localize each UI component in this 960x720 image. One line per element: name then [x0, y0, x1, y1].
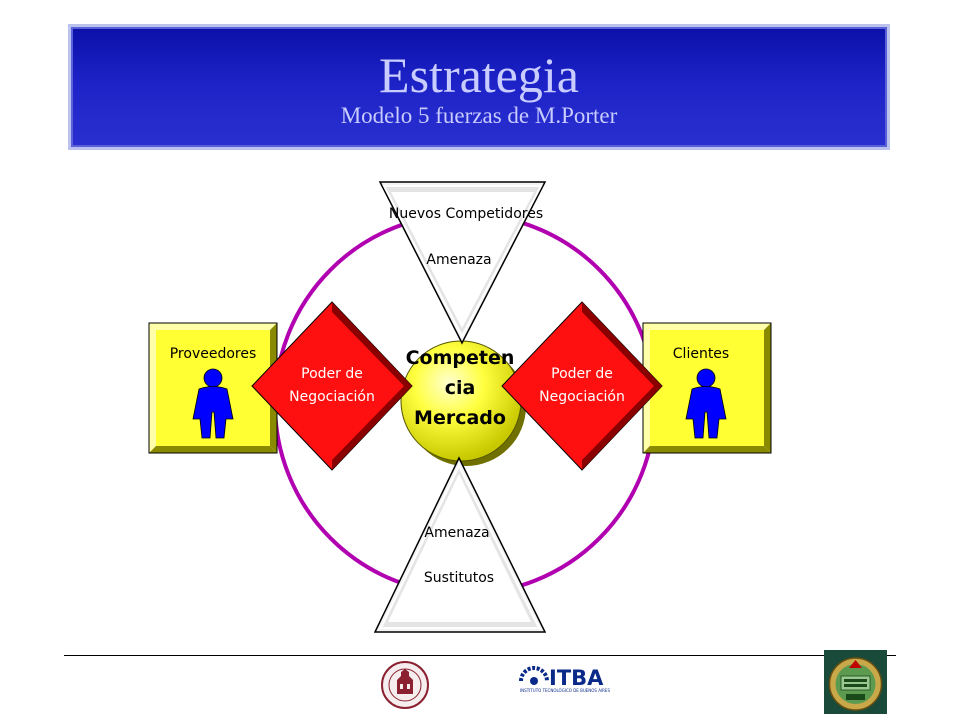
new-entrants-triangle: Nuevos Competidores Amenaza [378, 181, 547, 345]
title-banner: Estrategia Modelo 5 fuerzas de M.Porter [68, 24, 890, 150]
suppliers-label: Proveedores [170, 346, 257, 362]
person-icon [192, 368, 234, 439]
itba-logo-text: ITBA [549, 666, 604, 690]
page-title: Estrategia [379, 47, 579, 103]
university-seal-logo [381, 661, 429, 709]
program-badge-logo [824, 650, 887, 714]
center-label-line2: cia [445, 377, 476, 399]
client-power-line2: Negociación [539, 389, 625, 405]
new-entrants-threat: Amenaza [426, 252, 491, 268]
client-power-diamond: Poder de Negociación [501, 301, 663, 471]
market-competition-ball: Competen cia Mercado [400, 340, 526, 466]
substitutes-label: Sustitutos [424, 570, 494, 586]
itba-logo: ITBA INSTITUTO TECNOLÓGICO DE BUENOS AIR… [519, 666, 610, 693]
supplier-power-line1: Poder de [301, 366, 363, 382]
new-entrants-label: Nuevos Competidores [389, 206, 543, 222]
substitutes-triangle: Amenaza Sustitutos [373, 456, 547, 633]
substitutes-threat: Amenaza [424, 525, 489, 541]
page-subtitle: Modelo 5 fuerzas de M.Porter [340, 103, 618, 128]
center-label-line3: Mercado [414, 407, 506, 429]
footer-divider [64, 655, 896, 656]
center-label-line1: Competen [406, 347, 515, 369]
supplier-power-line2: Negociación [289, 389, 375, 405]
suppliers-box: Proveedores [148, 322, 278, 454]
itba-logo-subtext: INSTITUTO TECNOLÓGICO DE BUENOS AIRES [520, 688, 610, 693]
supplier-power-diamond: Poder de Negociación [251, 301, 413, 471]
client-power-line1: Poder de [551, 366, 613, 382]
clients-label: Clientes [673, 346, 729, 362]
clients-box: Clientes [642, 322, 772, 454]
person-icon [685, 368, 727, 439]
